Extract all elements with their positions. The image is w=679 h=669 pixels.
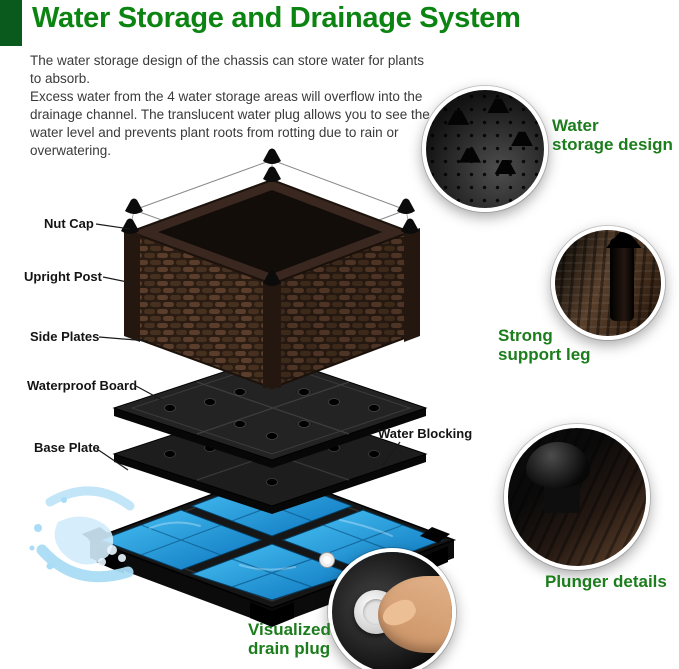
page-title: Water Storage and Drainage System	[32, 2, 521, 34]
label-base-plate: Base Plate	[34, 440, 100, 455]
water-storage-photo-content	[426, 90, 544, 208]
callout-label-line: storage design	[552, 135, 673, 155]
callout-label-drain-plug: Visualized drain plug	[248, 620, 331, 658]
plug-shape-icon	[459, 148, 482, 163]
water-storage-callout-photo	[422, 86, 548, 212]
intro-paragraph-2: Excess water from the 4 water storage ar…	[30, 88, 430, 158]
callout-label-line: support leg	[498, 345, 591, 365]
support-post-shape	[610, 238, 635, 322]
callout-label-water-storage: Water storage design	[552, 116, 673, 154]
plunger-dome-shape	[525, 441, 590, 488]
drain-plug-callout-photo	[328, 548, 456, 669]
support-leg-photo-content	[555, 230, 661, 336]
label-waterproof-board: Waterproof Board	[27, 378, 138, 393]
intro-text: The water storage design of the chassis …	[30, 52, 432, 160]
callout-label-line: Plunger details	[545, 572, 667, 591]
plug-shape-icon	[447, 110, 470, 125]
waterproof-boards	[112, 355, 428, 514]
plunger-callout-photo	[504, 424, 650, 570]
label-water-blocking: Water Blocking	[378, 426, 473, 441]
label-upright-post: Upright Post	[24, 269, 102, 284]
label-connector-lines	[95, 223, 401, 471]
callout-label-line: Visualized	[248, 620, 331, 639]
water-splash-graphic	[29, 486, 135, 583]
callout-label-line: Strong	[498, 326, 553, 345]
callout-label-support-leg: Strong support leg	[498, 326, 591, 364]
label-side-plates: Side Plates	[30, 329, 100, 344]
planter-box	[121, 148, 420, 390]
plug-shape-icon	[510, 131, 533, 147]
drain-plug-photo-content	[332, 552, 452, 669]
plug-shape-icon	[494, 160, 517, 175]
callout-label-line: drain plug	[248, 639, 331, 659]
label-nut-cap: Nut Cap	[44, 216, 94, 231]
plunger-photo-content	[508, 428, 646, 566]
intro-paragraph-1: The water storage design of the chassis …	[30, 53, 424, 86]
callout-label-line: Water	[552, 116, 599, 135]
title-accent-bar	[0, 0, 22, 46]
callout-label-plunger: Plunger details	[545, 572, 667, 591]
plunger-stem-shape	[543, 483, 580, 514]
support-leg-callout-photo	[551, 226, 665, 340]
plug-shape-icon	[487, 98, 510, 114]
